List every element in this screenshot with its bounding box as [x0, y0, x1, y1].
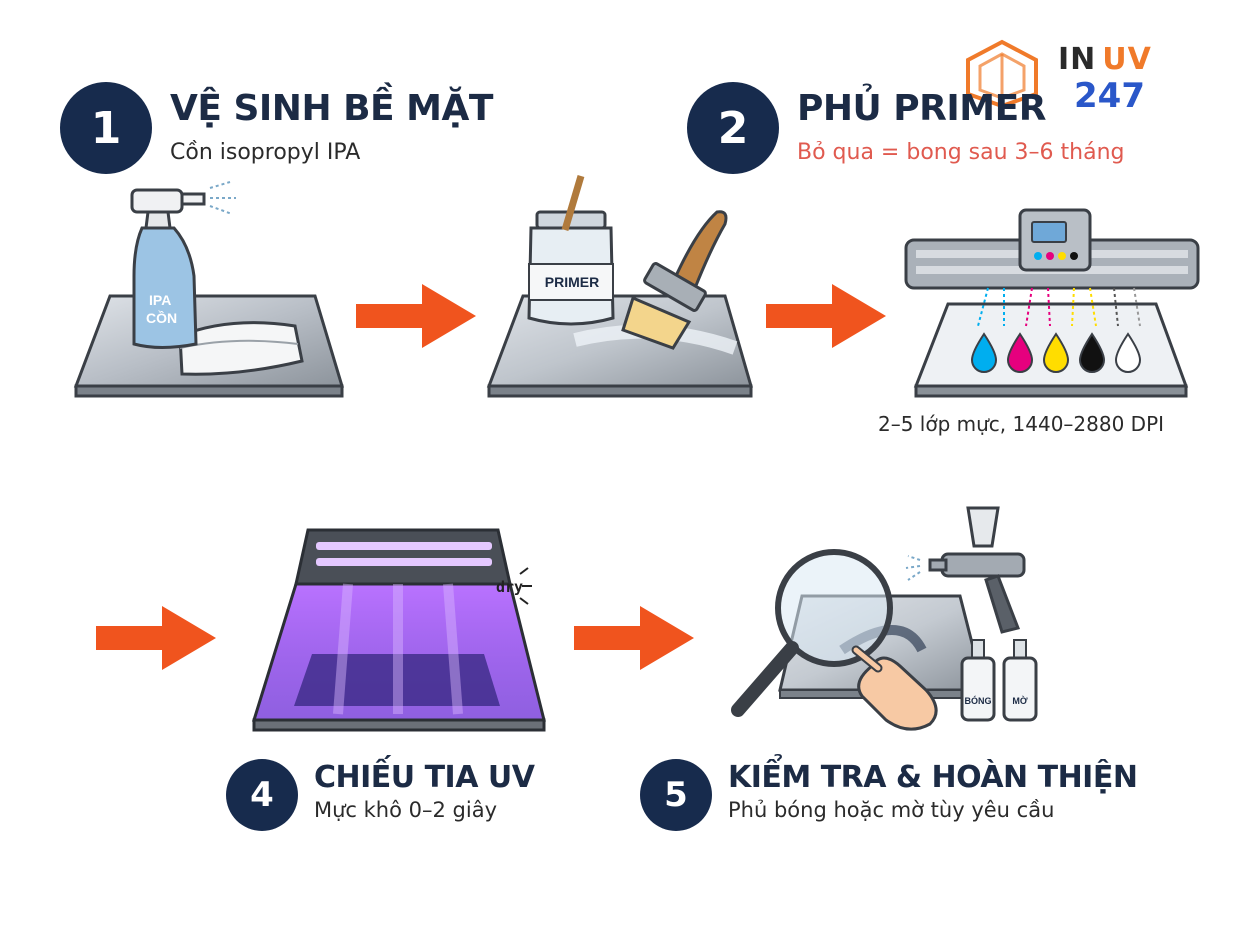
step-4-title: CHIẾU TIA UV: [314, 760, 535, 795]
step-2-title: PHỦ PRIMER: [797, 88, 1046, 129]
ink-drop-icon: [970, 332, 1142, 373]
arrow-right-icon: [356, 284, 476, 348]
hand-icon: [851, 645, 938, 731]
step-5-title: KIỂM TRA & HOÀN THIỆN: [728, 760, 1138, 795]
step-5-subtitle: Phủ bóng hoặc mờ tùy yêu cầu: [728, 798, 1055, 822]
logo-uv: UV: [1102, 42, 1152, 77]
step-3-illustration: [900, 206, 1204, 404]
step-2-badge: 2: [687, 82, 779, 174]
step-5-badge: 5: [640, 759, 712, 831]
primer-jar-icon: [527, 175, 615, 326]
gloss-bottle-label: BÓNG: [964, 696, 992, 706]
step-4-badge: 4: [226, 759, 298, 831]
bottle-label-line2: CỒN: [146, 310, 178, 326]
uv-lamp-icon: [251, 528, 546, 732]
arrow-right-icon: [766, 284, 886, 348]
matte-bottle-icon: [1002, 639, 1038, 722]
magnifier-icon: [731, 549, 893, 717]
step-1-illustration: IPA CỒN: [70, 176, 350, 401]
matte-bottle-label: MỜ: [1012, 696, 1028, 706]
step-2-illustration: PRIMER: [485, 170, 760, 402]
step-5-illustration: BÓNG MỜ: [722, 500, 1042, 736]
jar-label: PRIMER: [544, 274, 600, 290]
step-4-subtitle: Mực khô 0–2 giây: [314, 798, 498, 822]
arrow-right-icon: [96, 606, 216, 670]
step-1-title: VỆ SINH BỀ MẶT: [170, 88, 493, 129]
logo-in: IN: [1058, 42, 1097, 77]
logo-hexagon-icon: [966, 39, 1038, 108]
arrow-right-icon: [574, 606, 694, 670]
brush-icon: [621, 210, 728, 350]
step-1-badge: 1: [60, 82, 152, 174]
step-4-illustration: dry: [248, 524, 548, 732]
gloss-bottle-icon: [960, 639, 996, 722]
dry-label: dry: [496, 578, 524, 596]
spray-bottle-icon: [130, 181, 236, 349]
step-3-caption: 2–5 lớp mực, 1440–2880 DPI: [878, 412, 1165, 436]
step-2-subtitle: Bỏ qua = bong sau 3–6 tháng: [797, 140, 1125, 165]
step-1-subtitle: Cồn isopropyl IPA: [170, 140, 361, 165]
logo-number: 247: [1074, 76, 1145, 116]
bottle-label-line1: IPA: [149, 292, 172, 308]
cloth-icon: [178, 321, 304, 376]
spray-gun-icon: [905, 506, 1026, 634]
